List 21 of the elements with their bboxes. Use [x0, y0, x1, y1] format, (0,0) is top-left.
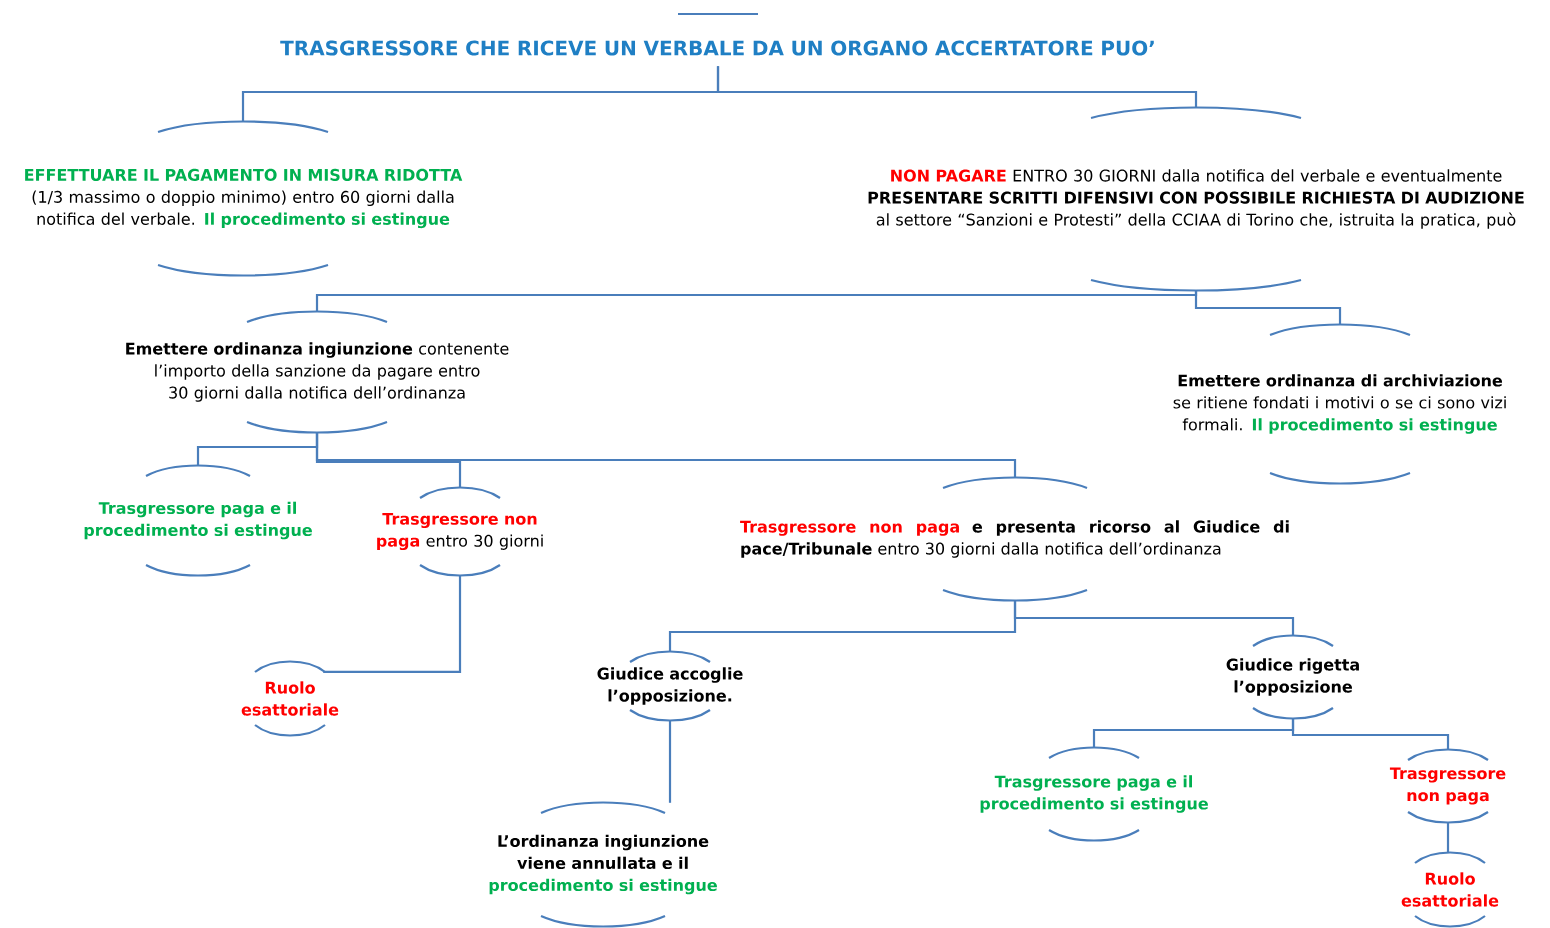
- bracket-node: Emettere ordinanza ingiunzione contenente l’importo della sanzione da pagare entro 30 giorni dalla notifica dell’ordinanza: [126, 310, 509, 434]
- connector: [1013, 600, 1295, 636]
- bracket-node: Ruolo esattoriale: [1401, 851, 1499, 928]
- bracket-node: Trasgressore paga e il procedimento si estingue: [980, 746, 1208, 842]
- bracket-node: Giudice accoglie l’opposizione.: [597, 650, 743, 722]
- connector: [716, 66, 1198, 108]
- bracket-node: NON PAGARE ENTRO 30 GIORNI dalla notifica del verbale e eventualmente PRESENTARE SCRITTI DIFENSIVI CON POSSIBILE RICHIESTA DI AUDIZIONE al settore “Sanzioni e Protesti” della CCIAA di Torino che, istruita la pratica, può: [868, 106, 1524, 292]
- connector: [315, 432, 1017, 478]
- connector: [1446, 822, 1450, 853]
- connector: [323, 575, 462, 673]
- bracket-node: Trasgressore non paga entro 30 giorni: [377, 486, 543, 577]
- connector: [1291, 718, 1450, 750]
- bracket-node: L’ordinanza ingiunzione viene annullata e il procedimento si estingue: [489, 801, 717, 928]
- connector: [668, 720, 672, 803]
- bracket-node: Ruolo esattoriale: [241, 660, 339, 737]
- bracket-node: Trasgressore non paga: [1389, 748, 1506, 824]
- bracket-node: Trasgressore paga e il procedimento si estingue: [84, 464, 312, 577]
- connector: [1194, 290, 1342, 325]
- title: TRASGRESSORE CHE RICEVE UN VERBALE DA UN ORGANO ACCERTATORE PUO’: [280, 12, 1154, 56]
- bracket-node: Giudice rigetta l’opposizione: [1226, 634, 1359, 720]
- bracket-node: EFFETTUARE IL PAGAMENTO IN MISURA RIDOTTA (1/3 massimo o doppio minimo) entro 60 giorni dalla notifica del verbale. Il procedimento si estingue: [25, 120, 463, 277]
